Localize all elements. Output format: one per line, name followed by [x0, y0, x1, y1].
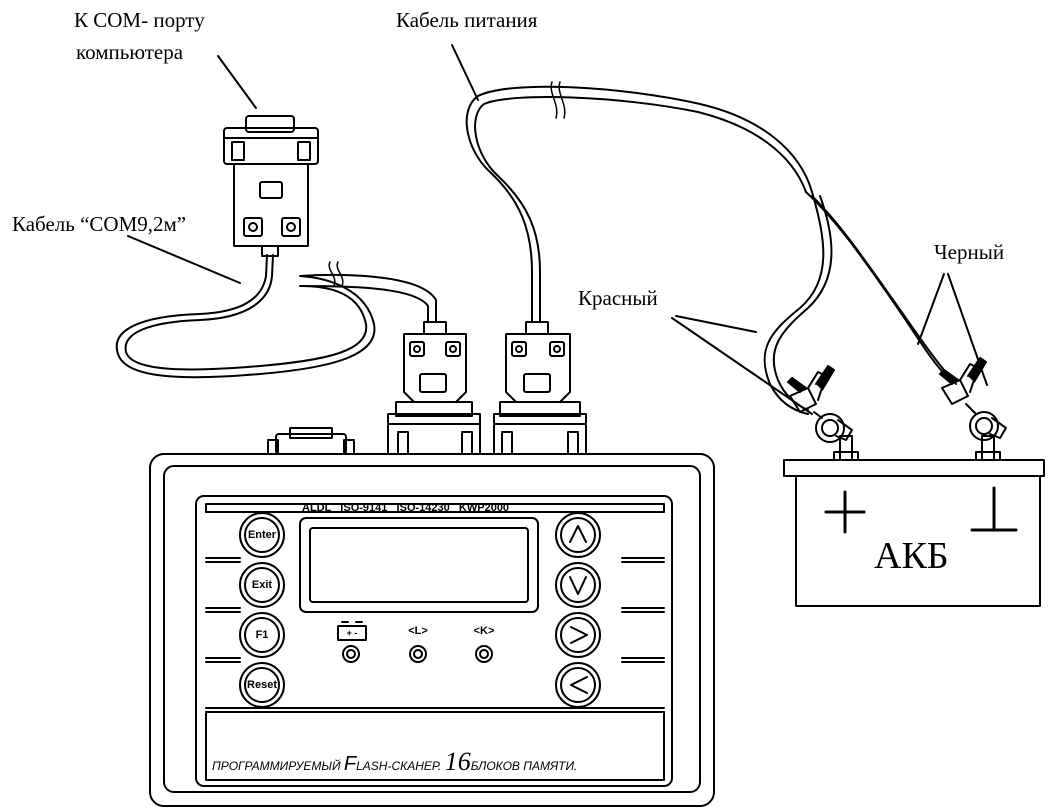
device-com-connector — [387, 321, 481, 455]
com-cable-label: Кабель “COM9,2м” — [12, 212, 187, 236]
battery-indicator-label: + - — [346, 628, 358, 638]
device-tagline: ПРОГРАММИРУЕМЫЙ FLASH-СКАНЕР. 16БЛОКОВ П… — [212, 748, 577, 780]
ground-terminal-symbol — [970, 486, 1018, 532]
f1-button[interactable] — [239, 612, 285, 658]
black-clamp — [939, 357, 1007, 441]
device-power-connector — [493, 321, 587, 455]
l-line-led — [409, 645, 427, 663]
tagline-number: 16 — [444, 747, 471, 776]
black-label: Черный — [934, 240, 1005, 264]
k-line-led — [475, 645, 493, 663]
reset-button-label: Reset — [247, 679, 277, 691]
lcd-display — [299, 517, 539, 613]
red-label: Красный — [578, 286, 658, 310]
plus-terminal-symbol — [824, 490, 866, 534]
enter-button-label: Enter — [247, 529, 277, 541]
scanner-device — [149, 453, 715, 807]
l-line-label: <L> — [408, 625, 428, 637]
power-cable-label: Кабель питания — [396, 8, 538, 32]
leader-com-cable — [127, 235, 241, 284]
k-line-label: <K> — [473, 625, 495, 637]
up-button[interactable] — [555, 512, 601, 558]
right-button[interactable] — [555, 612, 601, 658]
down-button[interactable] — [555, 562, 601, 608]
exit-button-label: Exit — [251, 579, 273, 591]
f1-button-label: F1 — [255, 629, 269, 641]
com-cable-break — [328, 261, 344, 287]
com-port-label-line1: К COM- порту — [74, 8, 205, 32]
tagline-flash-rest: LASH-СКАНЕР. — [356, 759, 445, 773]
battery-indicator-icon — [337, 621, 367, 641]
device-spare-port — [267, 427, 355, 455]
power-cable — [465, 85, 957, 415]
power-cable-break — [550, 81, 566, 119]
protocols-label: ALDL ISO-9141 ISO-14230 KWP2000 — [302, 502, 510, 514]
tagline-part2: БЛОКОВ ПАМЯТИ. — [470, 759, 578, 773]
tagline-part1: ПРОГРАММИРУЕМЫЙ — [212, 759, 344, 773]
com-cable — [115, 254, 437, 379]
reset-button[interactable] — [239, 662, 285, 708]
tagline-flash-initial: F — [343, 753, 357, 775]
com-port-label-line2: компьютера — [76, 40, 184, 64]
left-button[interactable] — [555, 662, 601, 708]
leader-power-cable — [451, 44, 479, 101]
red-clamp — [787, 365, 853, 443]
battery-label: АКБ — [874, 535, 949, 577]
leader-com-port — [217, 55, 257, 109]
pc-com-connector — [223, 115, 319, 257]
enter-button[interactable] — [239, 512, 285, 558]
exit-button[interactable] — [239, 562, 285, 608]
power-led — [342, 645, 360, 663]
battery-body — [783, 435, 1045, 607]
